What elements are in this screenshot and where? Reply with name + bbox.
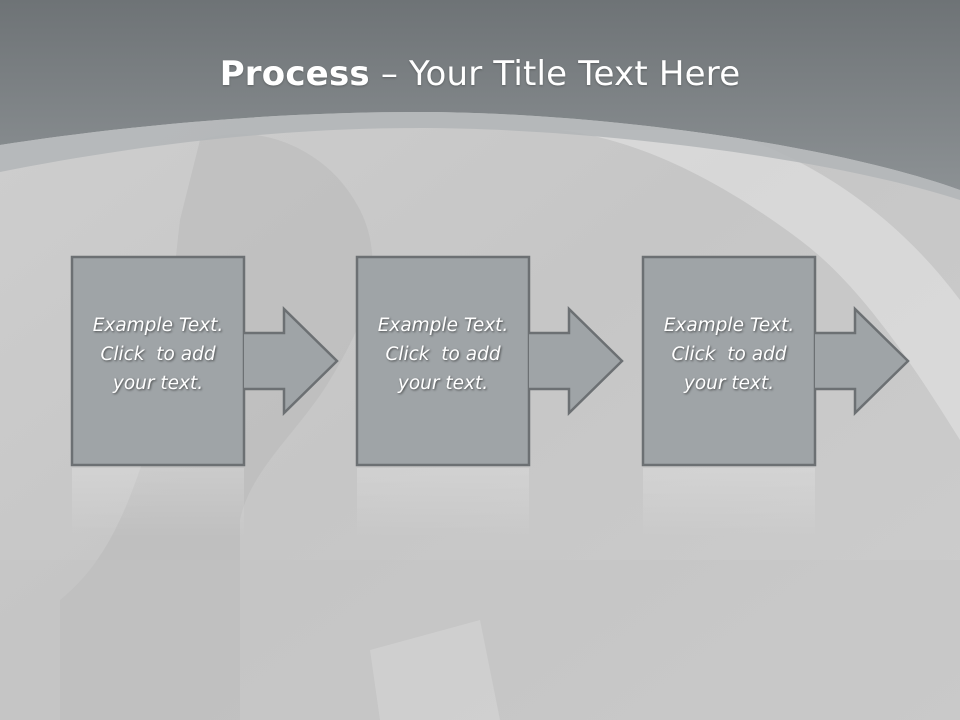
reflections bbox=[72, 468, 815, 538]
process-step-1[interactable] bbox=[70, 255, 339, 467]
arrow-right-icon bbox=[529, 306, 624, 416]
step-2-text[interactable]: Example Text. Click to add your text. bbox=[357, 311, 529, 398]
step-2-line-3: your text. bbox=[397, 373, 489, 394]
step-3-line-3: your text. bbox=[683, 373, 775, 394]
step-2-line-2: Click to add bbox=[385, 344, 501, 365]
process-step-2[interactable] bbox=[355, 255, 624, 467]
step-1-line-1: Example Text. bbox=[92, 315, 224, 336]
title-bold: Process bbox=[219, 54, 370, 94]
process-step-3[interactable] bbox=[641, 255, 910, 467]
step-1-text[interactable]: Example Text. Click to add your text. bbox=[72, 311, 244, 398]
step-1-line-2: Click to add bbox=[100, 344, 216, 365]
step-1-line-3: your text. bbox=[112, 373, 204, 394]
header-band bbox=[0, 0, 960, 190]
step-3-line-1: Example Text. bbox=[663, 315, 795, 336]
slide-title[interactable]: Process – Your Title Text Here bbox=[0, 52, 960, 96]
arrow-right-icon bbox=[244, 306, 339, 416]
step-2-line-1: Example Text. bbox=[377, 315, 509, 336]
step-3-line-2: Click to add bbox=[671, 344, 787, 365]
step-3-text[interactable]: Example Text. Click to add your text. bbox=[643, 311, 815, 398]
arrow-right-icon bbox=[815, 306, 910, 416]
title-rest: – Your Title Text Here bbox=[369, 54, 741, 94]
header-highlight bbox=[0, 112, 960, 200]
